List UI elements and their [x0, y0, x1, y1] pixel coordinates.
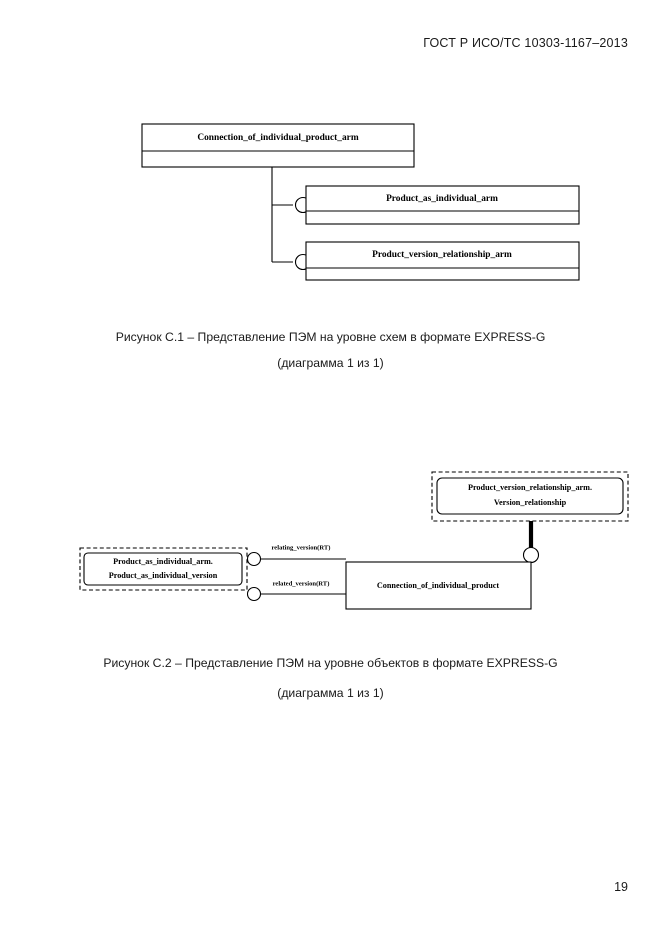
supertype-circle-marker	[522, 546, 540, 564]
schema-box-product-version-relationship-arm: Product_version_relationship_arm	[305, 241, 580, 281]
page-number: 19	[614, 880, 628, 894]
figure-c1-caption-line-2: (диаграмма 1 из 1)	[277, 356, 384, 370]
edge-related-version: related_version(RT)	[246, 581, 346, 602]
figure-c1-express-g-diagram: Connection_of_individual_product_arm Pro…	[130, 115, 600, 290]
edge-label-related-version: related_version(RT)	[273, 581, 330, 588]
schema-box-label: Product_version_relationship_arm	[372, 250, 512, 260]
entity-label-line-1: Connection_of_individual_product	[377, 581, 500, 590]
edge-relating-version: relating_version(RT)	[246, 545, 346, 567]
figure-c2-express-g-diagram: Product_version_relationship_arm. Versio…	[70, 465, 640, 610]
figure-c2-caption-line-1: Рисунок C.2 – Представление ПЭМ на уровн…	[103, 656, 558, 670]
figure-c1-caption-line-1: Рисунок C.1 – Представление ПЭМ на уровн…	[115, 330, 546, 344]
entity-label-line-1: Product_as_individual_arm.	[113, 557, 213, 566]
entity-label-line-1: Product_version_relationship_arm.	[468, 483, 592, 492]
entity-label-line-2: Product_as_individual_version	[109, 571, 218, 580]
schema-box-label: Product_as_individual_arm	[386, 194, 498, 204]
supertype-connector	[522, 521, 540, 564]
schema-box-product-as-individual-arm: Product_as_individual_arm	[305, 185, 580, 225]
edge-circle-marker-related	[246, 586, 262, 602]
document-header-standard-number: ГОСТ Р ИСО/ТС 10303-1167–2013	[423, 36, 628, 50]
entity-product-version-relationship-arm-version-relationship: Product_version_relationship_arm. Versio…	[431, 471, 629, 522]
edge-circle-marker-relating	[246, 551, 262, 567]
edge-label-relating-version: relating_version(RT)	[272, 545, 331, 552]
entity-product-as-individual-arm-product-as-individual-version: Product_as_individual_arm. Product_as_in…	[79, 547, 248, 591]
schema-box-connection-of-individual-product-arm: Connection_of_individual_product_arm	[141, 123, 415, 168]
figure-c2-caption-line-2: (диаграмма 1 из 1)	[277, 686, 384, 700]
schema-box-label: Connection_of_individual_product_arm	[197, 133, 358, 143]
entity-connection-of-individual-product: Connection_of_individual_product	[345, 561, 532, 610]
entity-label-line-2: Version_relationship	[494, 498, 567, 507]
